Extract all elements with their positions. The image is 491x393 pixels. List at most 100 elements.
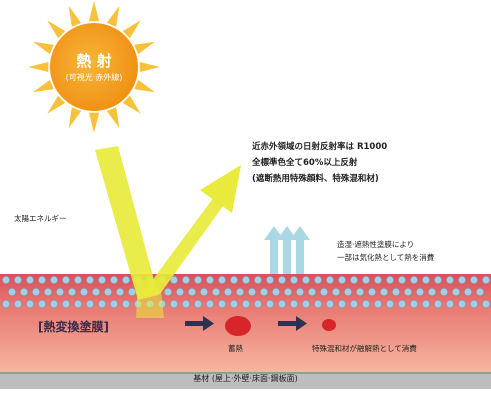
coating-layer-label: [熱変換塗膜] <box>38 320 109 334</box>
vapor-arrow <box>290 226 310 274</box>
vapor-arrows <box>264 226 310 274</box>
coating-particle <box>116 288 124 296</box>
coating-particle <box>110 276 118 284</box>
sun-ray <box>139 61 160 73</box>
coating-particle <box>26 300 34 308</box>
coating-particle <box>386 300 394 308</box>
reflected-beam <box>140 197 226 297</box>
heat-flow-arrow-2 <box>278 316 307 331</box>
coating-particle <box>278 276 286 284</box>
coating-particle <box>458 300 466 308</box>
base-substrate <box>0 372 491 389</box>
coating-particle <box>128 288 136 296</box>
sun-ray <box>106 107 120 128</box>
coating-particle <box>350 300 358 308</box>
coating-particle <box>434 276 442 284</box>
coating-particle <box>32 288 40 296</box>
coating-particle <box>278 300 286 308</box>
coating-particle <box>446 300 454 308</box>
coating-particle <box>206 300 214 308</box>
coating-particles <box>2 276 490 308</box>
coating-particle <box>14 300 22 308</box>
base-edge <box>0 372 491 374</box>
reflectance-note-line1: 近赤外領域の日射反射率は R1000 <box>252 142 388 152</box>
sun-subtitle: (可視光·赤外線) <box>65 73 123 82</box>
coating-particle <box>2 300 10 308</box>
coating-particle <box>104 288 112 296</box>
coating-particle <box>326 276 334 284</box>
coating-particle <box>398 276 406 284</box>
coating-particle <box>248 288 256 296</box>
reflected-arrow-head <box>200 165 241 213</box>
coating-particle <box>74 300 82 308</box>
coating-particle <box>314 276 322 284</box>
coating-particle <box>296 288 304 296</box>
coating-particle <box>254 300 262 308</box>
coating-particle <box>26 276 34 284</box>
coating-particle <box>284 288 292 296</box>
coating-particle <box>122 276 130 284</box>
coating-particle <box>44 288 52 296</box>
coating-particle <box>440 288 448 296</box>
coating-particle <box>272 288 280 296</box>
coating-particle <box>218 300 226 308</box>
coating-particle <box>380 288 388 296</box>
coating-particle <box>182 276 190 284</box>
heat-flow-arrow-1 <box>185 316 214 331</box>
coating-particle <box>224 288 232 296</box>
coating-particle <box>422 276 430 284</box>
coating-particle <box>260 288 268 296</box>
heat-consumed-blob <box>322 319 336 331</box>
coating-particle <box>386 276 394 284</box>
coating-particle <box>422 300 430 308</box>
coating-particle <box>356 288 364 296</box>
coating-particle <box>170 276 178 284</box>
sun-ray <box>122 95 141 114</box>
coating-particle <box>452 288 460 296</box>
coating-particle <box>482 276 490 284</box>
vapor-arrow <box>264 226 284 274</box>
coating-particle <box>50 276 58 284</box>
coating-particle <box>476 288 484 296</box>
coating-particle <box>8 288 16 296</box>
coating-particle <box>2 276 10 284</box>
heat-storage-label: 蓄熱 <box>228 344 243 353</box>
coating-particle <box>110 300 118 308</box>
coating-particle <box>194 300 202 308</box>
coating-particle <box>302 300 310 308</box>
coating-particle <box>218 276 226 284</box>
sun-ray <box>134 79 155 93</box>
coating-particle <box>458 276 466 284</box>
sun-icon <box>50 23 138 111</box>
coating-particle <box>230 276 238 284</box>
coating-particle <box>242 300 250 308</box>
coating-particle <box>374 276 382 284</box>
sun-ray <box>47 95 66 114</box>
coating-particle <box>200 288 208 296</box>
coating-particle <box>374 300 382 308</box>
base-substrate-label: 基材 (屋上·外壁·床面·鋼板面) <box>193 374 298 383</box>
coating-particle <box>482 300 490 308</box>
coating-particle <box>314 300 322 308</box>
coating-particle <box>404 288 412 296</box>
incoming-beam <box>95 146 158 300</box>
coating-particle <box>56 288 64 296</box>
coating-particle <box>320 288 328 296</box>
sun-ray <box>88 112 100 133</box>
coating-particle <box>470 300 478 308</box>
coating-particle <box>68 288 76 296</box>
reflectance-note-line2: 全標準色全て60%以上反射 <box>252 158 358 168</box>
reflectance-note-line3: (遮断熱用特殊顔料、特殊混和材) <box>252 174 379 184</box>
coating-particle <box>92 288 100 296</box>
coating-particle <box>38 300 46 308</box>
coating-particle <box>62 276 70 284</box>
coating-particle <box>170 300 178 308</box>
coating-particle <box>122 300 130 308</box>
coating-particle <box>290 276 298 284</box>
coating-particle <box>188 288 196 296</box>
coating-particle <box>362 276 370 284</box>
coating-particle <box>20 288 28 296</box>
coating-particle <box>410 300 418 308</box>
coating-particle <box>254 276 262 284</box>
